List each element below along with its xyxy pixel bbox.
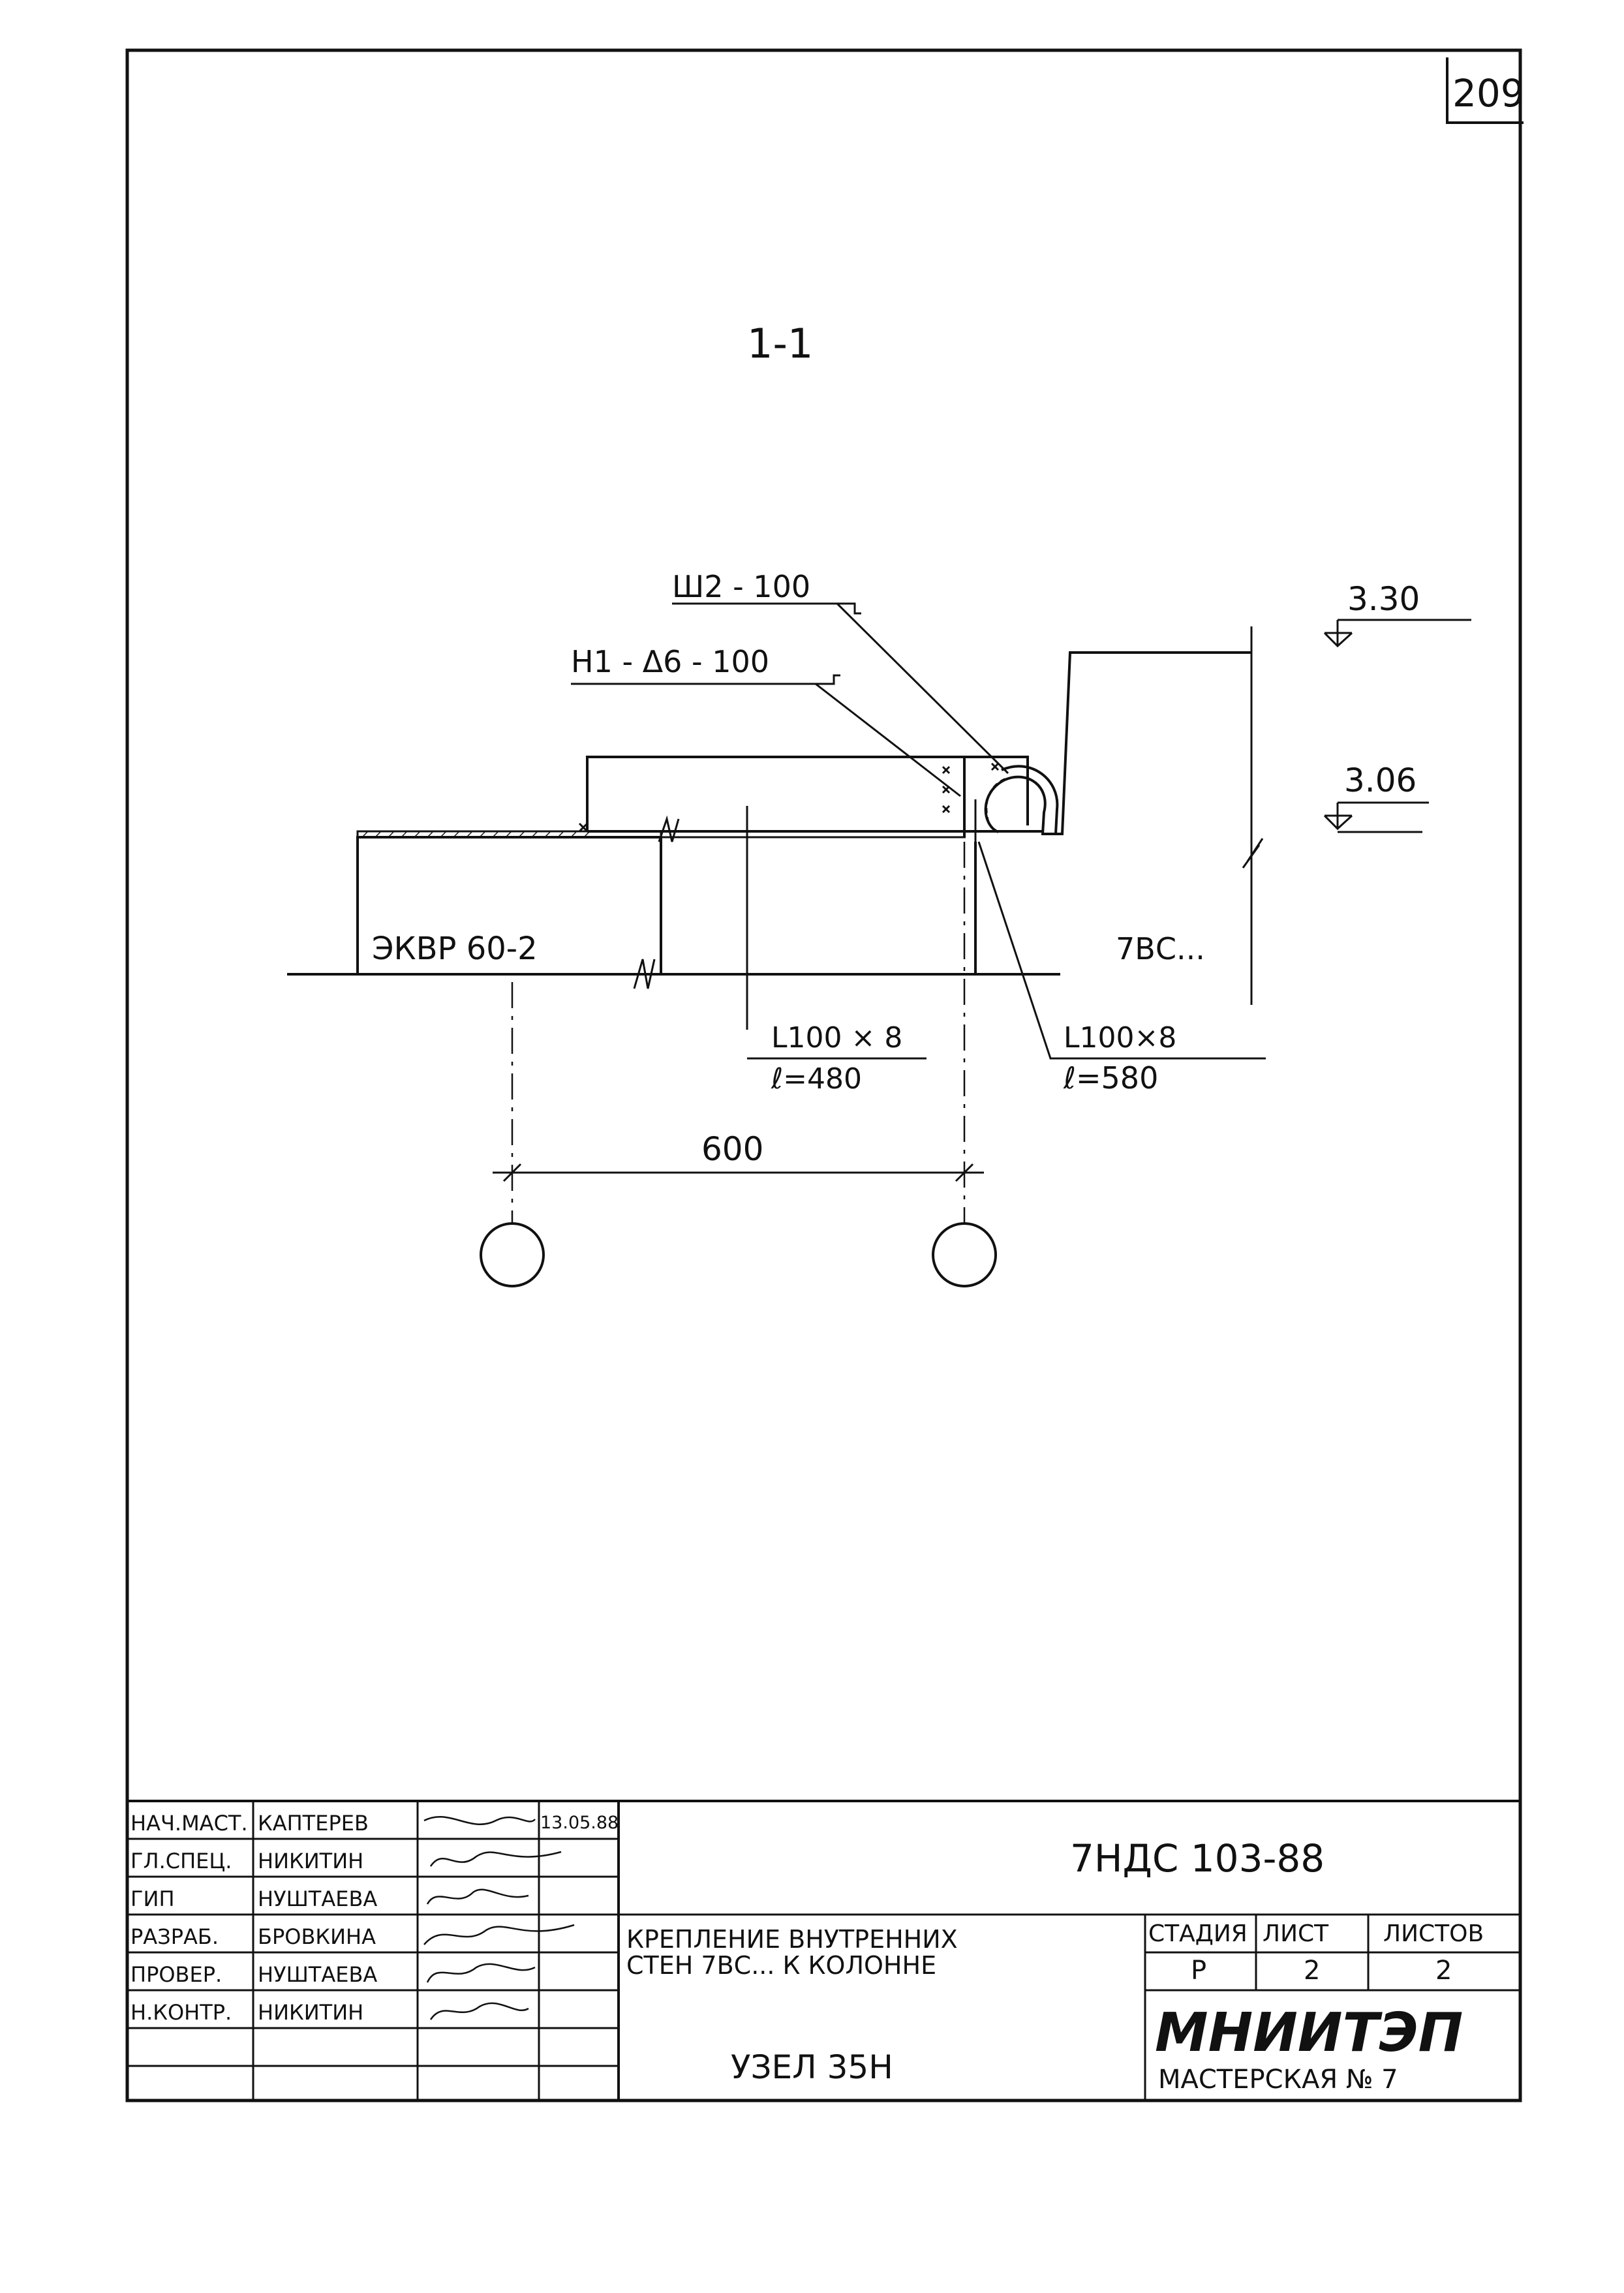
callout-weld-joint: Н1 - Δ6 - 100 xyxy=(571,644,769,679)
section-drawing: 600 3.30 3.06 Ш2 - 100 Н1 - Δ6 - 100 ЭКВ… xyxy=(287,569,1471,1287)
title-block: НАЧ.МАСТ. КАПТЕРЕВ ГЛ.СПЕЦ. НИКИТИН ГИП … xyxy=(127,1800,1520,2101)
leader-angle2 xyxy=(977,841,1266,1060)
axis-bubble-left xyxy=(480,1222,545,1287)
sheets-header: ЛИСТОВ xyxy=(1383,1920,1484,1947)
node-label: УЗЕЛ 35Н xyxy=(731,2048,893,2086)
callout-weld-seam: Ш2 - 100 xyxy=(672,569,810,604)
section-label: 1-1 xyxy=(747,320,813,367)
joint-loop xyxy=(984,765,1059,835)
staff-name-2: НИКИТИН xyxy=(258,1849,363,1873)
wall-right xyxy=(1044,651,1251,835)
dim-tick-right xyxy=(955,1163,974,1182)
wall-break xyxy=(1242,838,1264,869)
weld-marks xyxy=(578,762,1000,833)
signatures xyxy=(423,1816,575,2020)
document-code: 7НДС 103-88 xyxy=(1070,1836,1325,1881)
staff-role-3: ГИП xyxy=(130,1886,175,1911)
staff-role-4: РАЗРАБ. xyxy=(130,1924,219,1949)
label-angle2-len: ℓ=580 xyxy=(1063,1060,1158,1096)
joint-beads xyxy=(985,777,1009,823)
sheet-number: 209 xyxy=(1452,71,1525,115)
staff-role-2: ГЛ.СПЕЦ. xyxy=(130,1849,232,1873)
elevation-3-06: 3.06 xyxy=(1344,762,1417,799)
organization-name: МНИИТЭП xyxy=(1155,2002,1463,2064)
leader-weld-seam xyxy=(835,602,1009,775)
staff-role-5: ПРОВЕР. xyxy=(130,1962,222,1987)
drawing-title-line2: СТЕН 7ВС... К КОЛОННЕ xyxy=(626,1951,936,1980)
label-angle1-size: L100 × 8 xyxy=(771,1021,902,1054)
elevation-mark-top xyxy=(1323,619,1471,648)
label-panel-left: ЭКВР 60-2 xyxy=(372,931,538,967)
approval-date: 13.05.88 xyxy=(540,1813,619,1833)
axis-bubble-right xyxy=(932,1222,997,1287)
sheet-value: 2 xyxy=(1304,1956,1320,1986)
staff-name-6: НИКИТИН xyxy=(258,2000,363,2025)
sheet-number-box xyxy=(1446,57,1524,124)
sheet-frame xyxy=(125,48,1522,2102)
hatch xyxy=(361,831,590,838)
dim-tick-left xyxy=(502,1163,522,1182)
label-panel-right: 7ВС... xyxy=(1116,931,1205,966)
label-angle1-len: ℓ=480 xyxy=(771,1062,862,1096)
upper-slab xyxy=(586,756,1029,831)
stage-header: СТАДИЯ xyxy=(1148,1920,1248,1947)
sheets-value: 2 xyxy=(1435,1956,1452,1986)
drawing-title-line1: КРЕПЛЕНИЕ ВНУТРЕННИХ xyxy=(626,1925,958,1954)
sheet-header: ЛИСТ xyxy=(1263,1920,1329,1947)
stage-value: Р xyxy=(1191,1956,1206,1986)
staff-name-1: КАПТЕРЕВ xyxy=(258,1811,369,1836)
dimension-600: 600 xyxy=(701,1130,763,1168)
label-angle2-size: L100×8 xyxy=(1064,1021,1176,1054)
panel-left-layer xyxy=(356,830,662,839)
leader-weld-joint xyxy=(812,674,961,797)
staff-name-5: НУШТАЕВА xyxy=(258,1962,377,1987)
staff-name-3: НУШТАЕВА xyxy=(258,1886,377,1911)
staff-role-1: НАЧ.МАСТ. xyxy=(130,1811,248,1836)
staff-name-4: БРОВКИНА xyxy=(258,1924,376,1949)
organization-department: МАСТЕРСКАЯ № 7 xyxy=(1158,2065,1398,2095)
elevation-3-30: 3.30 xyxy=(1347,580,1420,618)
staff-role-6: Н.КОНТР. xyxy=(130,2000,232,2025)
elevation-mark-mid xyxy=(1323,801,1429,833)
